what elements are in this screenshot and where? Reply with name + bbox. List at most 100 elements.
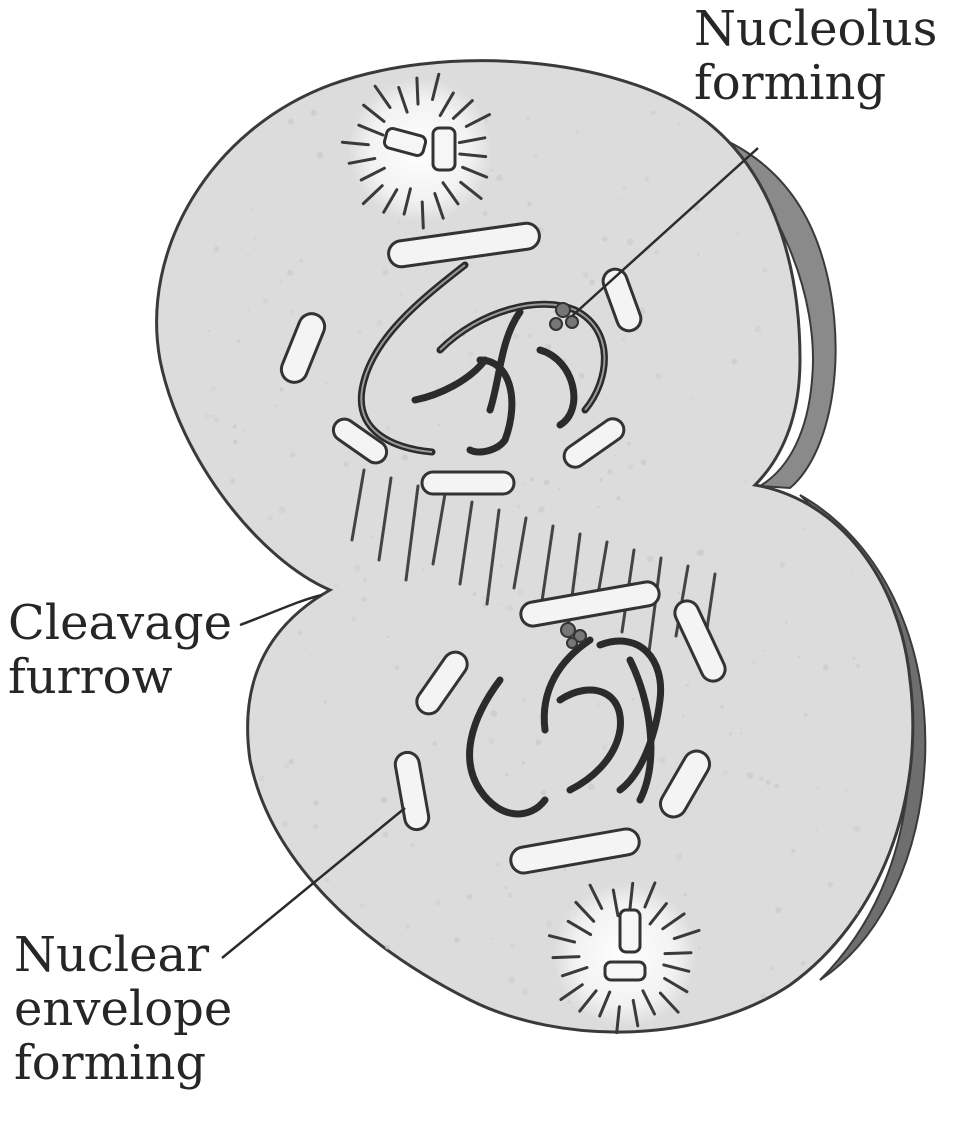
texture-speck — [399, 1008, 401, 1010]
texture-speck — [352, 617, 357, 622]
texture-speck — [358, 330, 362, 334]
texture-speck — [860, 366, 863, 369]
texture-speck — [602, 236, 607, 241]
texture-speck — [214, 417, 219, 422]
texture-speck — [627, 442, 630, 445]
texture-speck — [854, 826, 861, 833]
cleavage-label-line-1: Cleavage — [8, 596, 232, 650]
texture-speck — [491, 937, 494, 940]
texture-speck — [589, 280, 595, 286]
texture-speck — [851, 572, 853, 574]
texture-speck — [435, 899, 441, 905]
texture-speck — [620, 237, 622, 239]
texture-speck — [382, 269, 388, 275]
texture-speck — [469, 364, 471, 366]
texture-speck — [842, 380, 848, 386]
astral-ray — [422, 202, 423, 228]
texture-speck — [534, 155, 537, 158]
texture-speck — [798, 656, 801, 659]
texture-speck — [290, 452, 296, 458]
texture-speck — [247, 308, 250, 311]
texture-speck — [377, 320, 383, 326]
cleavage-furrow-label: Cleavage furrow — [8, 596, 232, 704]
texture-speck — [383, 972, 387, 976]
texture-speck — [800, 150, 805, 155]
texture-speck — [468, 351, 473, 356]
texture-speck — [247, 254, 249, 256]
texture-speck — [678, 122, 681, 125]
texture-speck — [644, 116, 646, 118]
texture-speck — [500, 604, 502, 606]
astral-ray — [417, 78, 418, 104]
texture-speck — [698, 947, 700, 949]
texture-speck — [386, 426, 390, 430]
texture-speck — [620, 198, 622, 200]
texture-speck — [647, 556, 654, 563]
texture-speck — [259, 776, 265, 782]
texture-speck — [655, 373, 661, 379]
texture-speck — [236, 339, 240, 343]
texture-speck — [682, 715, 684, 717]
texture-speck — [367, 543, 369, 545]
texture-speck — [740, 732, 742, 734]
texture-speck — [751, 660, 756, 665]
texture-speck — [233, 440, 237, 444]
texture-speck — [775, 784, 780, 789]
texture-speck — [745, 480, 747, 482]
texture-speck — [775, 907, 781, 913]
texture-speck — [607, 469, 613, 475]
nucleolus-label: Nucleolus forming — [694, 2, 937, 110]
texture-speck — [659, 757, 666, 764]
texture-speck — [616, 496, 620, 500]
texture-speck — [314, 143, 316, 145]
texture-speck — [212, 415, 215, 418]
texture-speck — [214, 246, 220, 252]
texture-speck — [582, 272, 588, 278]
texture-speck — [720, 705, 724, 709]
texture-speck — [250, 207, 253, 210]
texture-speck — [226, 815, 233, 822]
texture-speck — [863, 438, 869, 444]
texture-speck — [509, 977, 515, 983]
texture-speck — [267, 515, 273, 521]
texture-speck — [467, 894, 473, 900]
texture-speck — [777, 137, 779, 139]
texture-speck — [311, 110, 317, 116]
texture-speck — [678, 591, 680, 593]
texture-speck — [722, 770, 727, 775]
texture-speck — [233, 425, 237, 429]
texture-speck — [627, 239, 634, 246]
texture-speck — [405, 924, 410, 929]
texture-speck — [242, 429, 245, 432]
texture-speck — [697, 549, 704, 556]
texture-speck — [317, 152, 324, 159]
texture-speck — [528, 334, 532, 338]
lower-centrosome-halo — [553, 883, 697, 1027]
texture-speck — [363, 577, 368, 582]
texture-speck — [785, 621, 788, 624]
texture-speck — [579, 373, 585, 379]
texture-speck — [764, 650, 766, 652]
texture-speck — [313, 824, 318, 829]
texture-speck — [496, 863, 500, 867]
texture-speck — [326, 383, 328, 385]
texture-speck — [650, 111, 654, 115]
texture-speck — [546, 921, 553, 928]
texture-speck — [443, 334, 446, 337]
texture-speck — [823, 664, 829, 670]
texture-speck — [283, 763, 289, 769]
texture-speck — [801, 961, 805, 965]
texture-speck — [398, 220, 401, 223]
texture-speck — [288, 119, 294, 125]
texture-speck — [692, 397, 694, 399]
texture-speck — [313, 800, 319, 806]
astral-ray — [553, 957, 579, 958]
texture-speck — [524, 482, 526, 484]
texture-speck — [761, 993, 767, 999]
texture-speck — [400, 294, 402, 296]
texture-speck — [491, 710, 498, 717]
texture-speck — [736, 130, 740, 134]
texture-speck — [263, 298, 269, 304]
texture-speck — [287, 270, 293, 276]
